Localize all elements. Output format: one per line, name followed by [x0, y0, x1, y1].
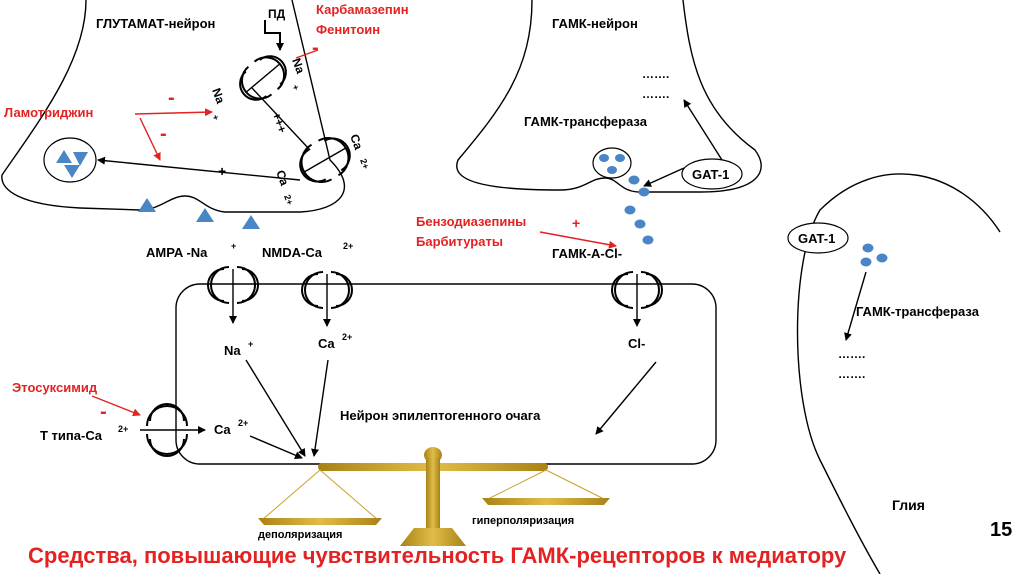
ethosuximide-arrow — [91, 395, 141, 417]
sup-ca-in: 2+ — [342, 332, 352, 342]
na-channel-top — [239, 55, 287, 101]
label-plus-single: + — [218, 163, 226, 179]
label-ethosuximide: Этосуксимид — [12, 380, 98, 395]
carbamazepine-arrow — [295, 49, 319, 59]
lamotrigine-arrow-na — [134, 108, 213, 117]
label-phenytoin: Фенитоин — [316, 22, 380, 37]
label-nmda: NMDA-Ca — [262, 245, 323, 260]
cat-to-balance-arrow — [249, 435, 303, 459]
label-gaba-transferase-top: ГАМК-трансфераза — [524, 114, 648, 129]
ampa-channel — [207, 266, 259, 324]
label-na-top: Na — [289, 56, 308, 76]
gaba-molecule — [628, 175, 640, 185]
label-cl-in: Cl- — [628, 336, 645, 351]
label-t-type: Т типа-Ca — [40, 428, 103, 443]
gaba-molecule-glia — [876, 253, 888, 263]
label-na-left: Na — [209, 86, 228, 106]
label-ca-lower: Ca — [273, 168, 292, 188]
gaba-molecule — [642, 235, 654, 245]
label-gaba-transferase-glia: ГАМК-трансфераза — [856, 304, 980, 319]
na-to-ca-link — [251, 87, 311, 151]
label-gaba-a-cl: ГАМК-А-Cl- — [552, 246, 622, 261]
sup-t-type: 2+ — [118, 424, 128, 434]
transferase-to-vesicle-arrow — [643, 167, 685, 187]
gaba-a-channel — [611, 271, 663, 327]
glutamate-triangle — [56, 150, 72, 163]
label-pd: ПД — [268, 7, 286, 21]
label-epileptic-neuron: Нейрон эпилептогенного очага — [340, 408, 541, 423]
label-plus-triple: +++ — [269, 110, 289, 135]
sup-ca-t: 2+ — [238, 418, 248, 428]
glutamate-released — [242, 215, 260, 229]
glutamate-released — [196, 208, 214, 222]
ca-to-vesicle-arrow — [97, 156, 301, 181]
label-dots3: ……. — [838, 347, 865, 361]
minus-ethosuximide: - — [100, 401, 107, 423]
label-ampa: AMPA -Na — [146, 245, 208, 260]
glia-outline — [796, 173, 1001, 574]
gat1-to-transferase-arrow — [683, 99, 723, 161]
label-ca-t: Ca — [214, 422, 231, 437]
minus-lamotrigine-na: - — [168, 87, 175, 109]
sup-nmda: 2+ — [343, 241, 353, 251]
gaba-molecule — [634, 219, 646, 229]
gaba-molecule-glia — [860, 257, 872, 267]
label-carbamazepine: Карбамазепин — [316, 2, 409, 17]
minus-carbamazepine: - — [312, 37, 319, 59]
t-type-ca-channel — [146, 403, 188, 457]
gat1-top-ellipse — [681, 158, 743, 190]
sup-ca-right: 2+ — [358, 157, 371, 170]
benzodiazepines-arrow — [539, 231, 617, 249]
label-hyperpolarization: гиперполяризация — [472, 515, 574, 527]
label-gat1-top: GAT-1 — [692, 167, 729, 182]
gaba-molecule — [624, 205, 636, 215]
label-benzodiazepines: Бензодиазепины — [416, 214, 526, 229]
glia-arrow — [844, 271, 867, 341]
label-dots1: ……. — [642, 67, 669, 81]
gaba-neuron-outline — [456, 0, 762, 193]
na-to-balance-arrow — [245, 359, 306, 457]
label-ca-right: Ca — [347, 132, 366, 152]
label-lamotrigine: Ламотриджин — [4, 105, 93, 120]
gaba-molecule — [607, 166, 617, 174]
ca-to-balance-arrow — [311, 359, 329, 457]
label-gat1-glia: GAT-1 — [798, 231, 835, 246]
sup-ampa: + — [231, 241, 236, 251]
caption: Средства, повышающие чувствительность ГА… — [28, 543, 847, 568]
glutamate-released — [138, 198, 156, 212]
pd-arrow — [264, 20, 284, 51]
label-dots4: ……. — [838, 367, 865, 381]
plus-benzodiazepines: + — [572, 215, 580, 231]
label-ca-in: Ca — [318, 336, 335, 351]
nmda-channel — [301, 271, 353, 327]
label-glia: Глия — [892, 497, 925, 513]
gat1-glia-ellipse — [787, 222, 849, 254]
sup-ca-lower: 2+ — [282, 193, 295, 206]
page-number: 15 — [990, 519, 1012, 541]
sup-na-top: + — [290, 83, 301, 91]
label-barbiturates: Барбитураты — [416, 234, 503, 249]
label-depolarization: деполяризация — [258, 529, 342, 541]
minus-lamotrigine-ca: - — [160, 123, 167, 145]
glutamate-triangle — [64, 165, 80, 178]
label-na-in: Na — [224, 343, 241, 358]
label-dots2: ……. — [642, 87, 669, 101]
lamotrigine-arrow-ca — [139, 117, 161, 161]
balance-scale — [258, 447, 610, 546]
sup-na-in: + — [248, 339, 253, 349]
ca-channel-right — [299, 137, 351, 183]
epileptic-neuron-body — [175, 283, 717, 465]
label-glutamate-neuron: ГЛУТАМАТ-нейрон — [96, 16, 215, 31]
cl-to-neuron-arrow — [595, 361, 657, 435]
gaba-molecule — [599, 154, 609, 162]
gaba-molecule — [615, 154, 625, 162]
gaba-molecule-glia — [862, 243, 874, 253]
label-gaba-neuron: ГАМК-нейрон — [552, 16, 638, 31]
sup-na-left: + — [210, 113, 221, 121]
gaba-molecule — [638, 187, 650, 197]
glutamate-triangle — [73, 152, 88, 166]
